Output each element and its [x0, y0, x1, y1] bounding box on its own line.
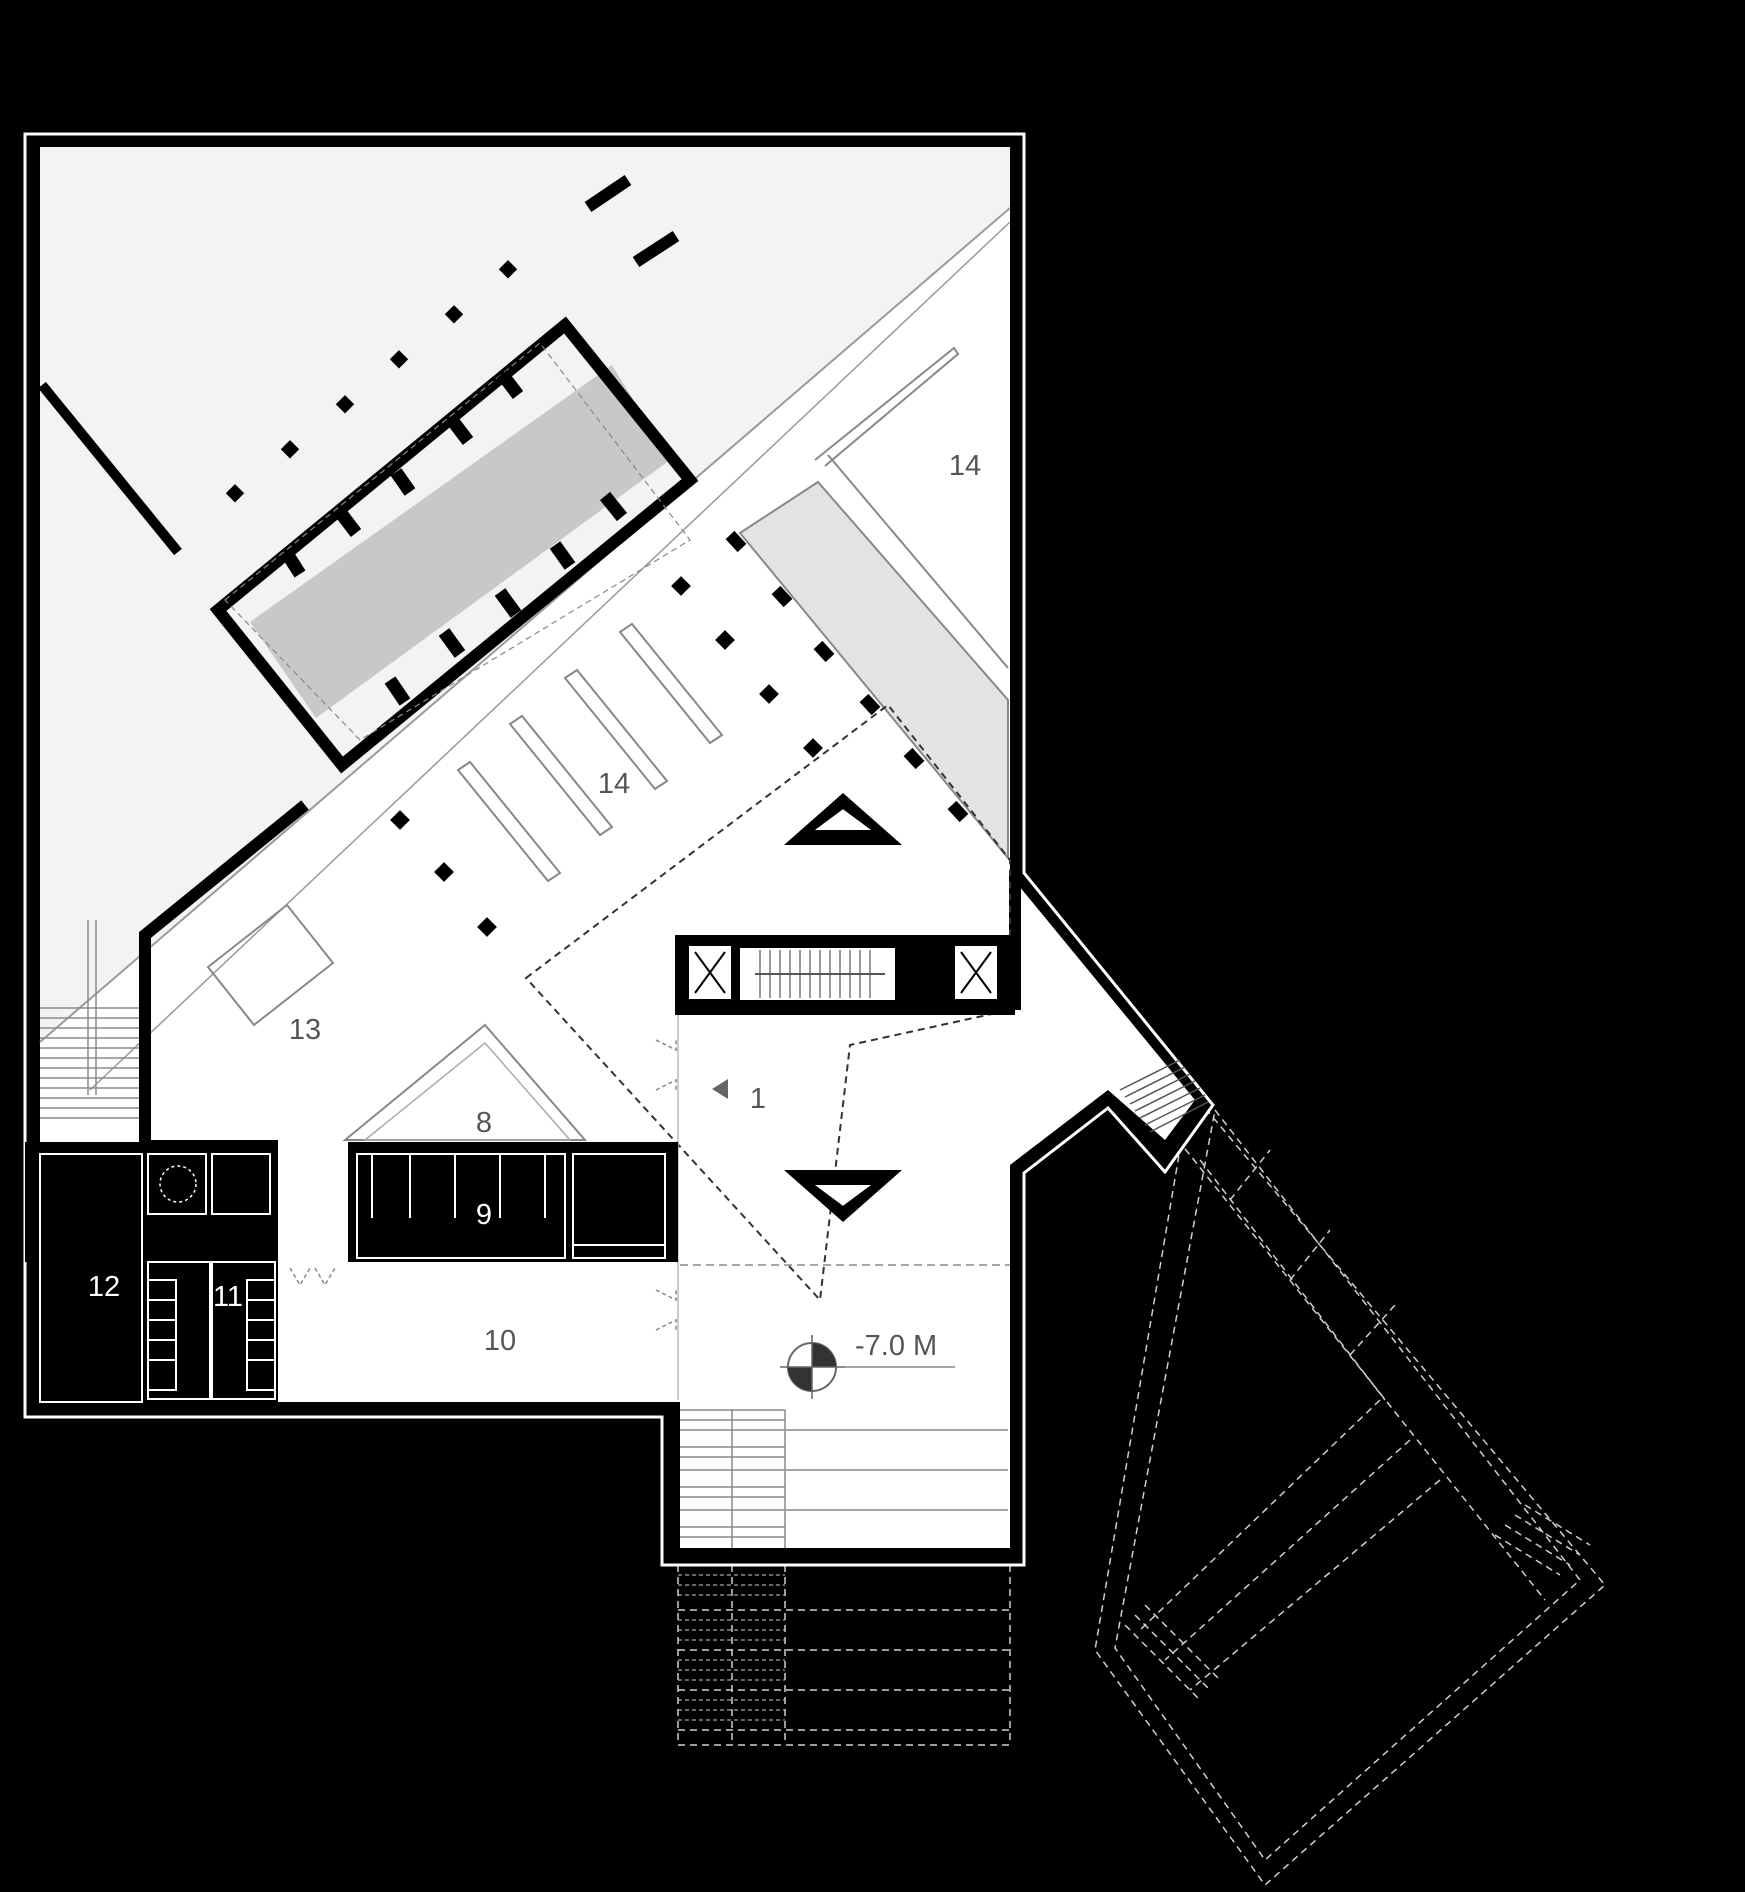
- room-label-13: 13: [289, 1014, 321, 1046]
- hall-west-wall: [139, 800, 309, 1142]
- outdoor-steps-fine: [678, 1574, 785, 1721]
- terrace-edge: [39, 207, 1011, 1043]
- room-8-inner: [362, 1041, 572, 1141]
- room-label-14-gallery: 14: [949, 450, 981, 482]
- level-marker-icon: [780, 1335, 955, 1399]
- room-9-block: [356, 1153, 566, 1259]
- pool-frame: [209, 316, 699, 774]
- room-label-1: 1: [750, 1083, 766, 1115]
- room-label-12: 12: [88, 1271, 120, 1303]
- skylight-north-inner: [808, 806, 878, 832]
- level-marker-label: -7.0 M: [855, 1330, 937, 1362]
- storage-room: [572, 1153, 666, 1259]
- elevator-right-x2: [960, 951, 992, 994]
- gallery-rail: [814, 346, 960, 467]
- room-label-14-hall: 14: [598, 768, 630, 800]
- shaft-circle: [159, 1165, 197, 1203]
- terrace-wall-left: [38, 381, 182, 556]
- room-label-8: 8: [476, 1107, 492, 1139]
- terrace-bench-1: [584, 175, 632, 212]
- hall-columns: [390, 576, 823, 937]
- gallery-band: [738, 480, 1009, 861]
- terrace-posts: [225, 260, 518, 503]
- room-13-outline: [206, 903, 335, 1027]
- south-stair: [680, 1409, 1008, 1548]
- room-11-right: [211, 1261, 276, 1400]
- room-11-left: [147, 1261, 211, 1400]
- gallery-columns: [725, 530, 969, 823]
- room-12-block: [39, 1153, 143, 1403]
- outdoor-dashed-structure: [677, 1088, 1607, 1887]
- room-label-11: 11: [213, 1281, 243, 1313]
- pool-dashed-edge: [224, 342, 691, 741]
- corridor-gap: [278, 1142, 348, 1262]
- terrace-edge-inner: [89, 221, 1011, 1091]
- gallery-inner-edge: [827, 454, 1009, 669]
- east-steps: [1119, 1059, 1209, 1133]
- core-stair-treads: [755, 950, 885, 998]
- pool: [250, 365, 670, 718]
- doors: [289, 1039, 677, 1331]
- room-11-stalls: [147, 1279, 276, 1391]
- corridor-10: [278, 1265, 675, 1402]
- pool-columns: [280, 370, 628, 706]
- skylight-south-inner: [808, 1183, 878, 1209]
- entrance-arrow-icon: [712, 1079, 728, 1099]
- terrace-bench-2: [632, 230, 680, 268]
- room-9-cubicles: [371, 1154, 546, 1218]
- room-label-10: 10: [484, 1325, 516, 1357]
- room-label-9: 9: [476, 1199, 492, 1231]
- display-benches: [456, 622, 724, 883]
- elevator-left-x2: [694, 951, 726, 994]
- left-stair: [40, 920, 145, 1119]
- service-room: [211, 1153, 271, 1215]
- shaft: [147, 1153, 207, 1215]
